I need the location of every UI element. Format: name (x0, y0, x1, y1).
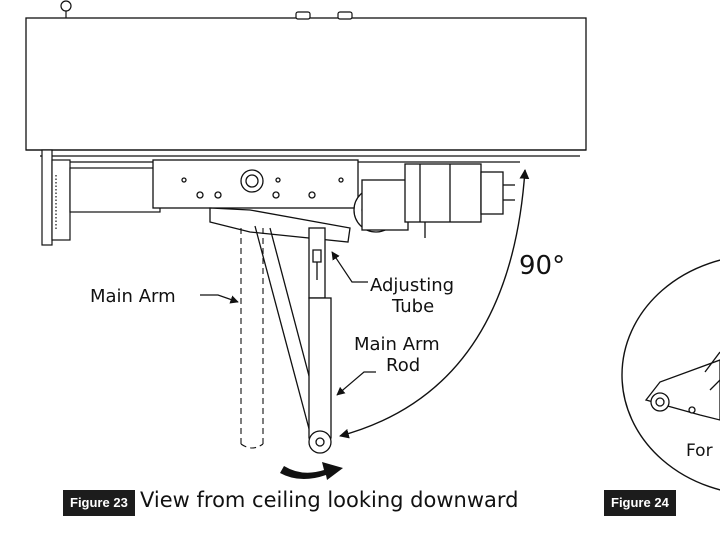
end-bracket (41, 149, 161, 246)
mounting-plate (152, 159, 359, 209)
leader-lines (200, 251, 376, 396)
operator-housing (25, 17, 587, 163)
main-arm-label: Main Arm (90, 286, 176, 307)
main-arm-rod-label-line2: Rod (386, 355, 420, 376)
main-arm-rod (308, 297, 332, 454)
top-knobs (295, 11, 353, 20)
angle-label: 90° (519, 251, 565, 281)
adjusting-tube-label-line1: Adjusting (370, 275, 454, 296)
figure24-caption-badge: Figure 24 (604, 490, 676, 516)
figure24-hinge (644, 351, 720, 421)
swing-arrow (280, 462, 343, 480)
figure24-callout (621, 259, 720, 491)
angle-arc (339, 169, 530, 439)
adjusting-tube-label-line2: Tube (391, 296, 434, 317)
figure24-callout-label: For (686, 441, 713, 461)
hanger-eye (60, 0, 72, 18)
adjusting-tube (308, 227, 326, 299)
main-arm-dashed (240, 228, 264, 449)
motor (404, 163, 515, 238)
main-arm-rod-label-line1: Main Arm (354, 334, 440, 355)
figure23-caption-badge: Figure 23 (63, 490, 135, 516)
figure23-caption-text: View from ceiling looking downward (140, 488, 519, 512)
